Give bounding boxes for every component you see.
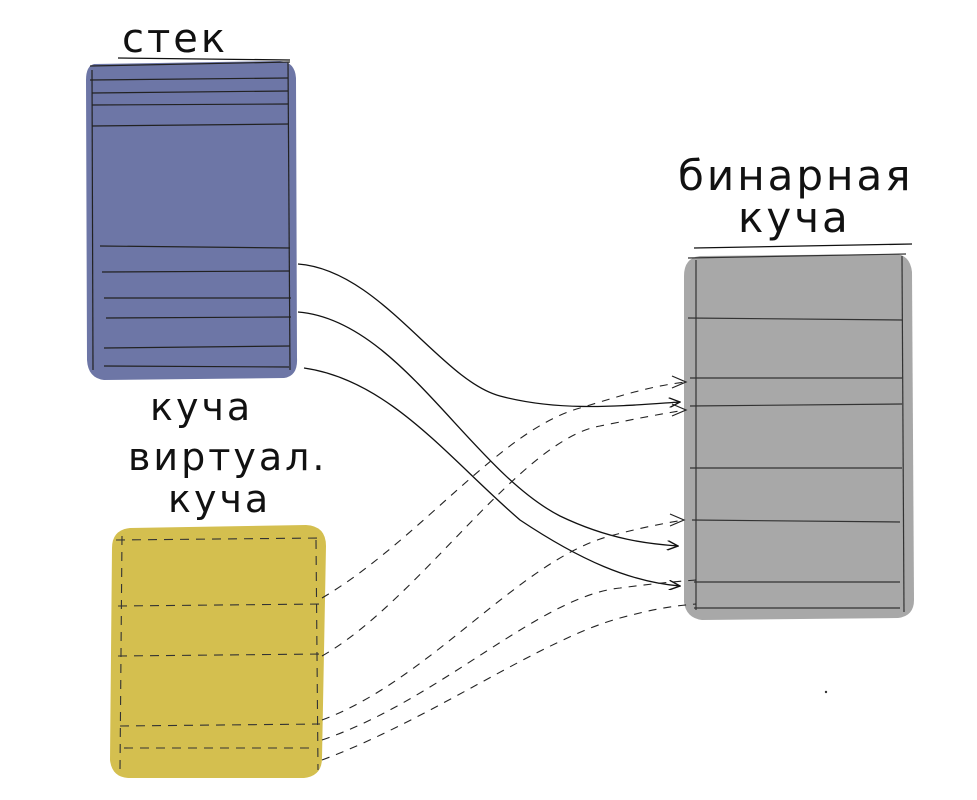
virtual-heap-lines bbox=[115, 535, 323, 771]
stray-dot bbox=[824, 690, 828, 694]
virtual-heap-label-line1: виртуал. bbox=[128, 435, 328, 479]
stack-block bbox=[86, 61, 298, 380]
stack-to-binary-arrows bbox=[297, 263, 680, 586]
binary-heap-label-line2: куча bbox=[738, 193, 851, 242]
virtual-to-binary-arrows bbox=[321, 381, 697, 761]
stack-label: стек bbox=[122, 16, 228, 62]
virtual-heap-block bbox=[110, 525, 326, 778]
binary-heap-lines bbox=[687, 253, 907, 613]
binary-heap-label-line1: бинарная bbox=[678, 151, 914, 200]
stack-lines bbox=[89, 61, 292, 371]
arrow-stack-1 bbox=[297, 263, 680, 407]
binary-heap-block bbox=[684, 253, 914, 620]
dash-arrow-2 bbox=[321, 409, 687, 657]
binary-heap-label-underline bbox=[693, 243, 913, 249]
virtual-heap-fill bbox=[110, 525, 326, 778]
stack-fill bbox=[86, 61, 298, 380]
binary-heap-fill bbox=[684, 254, 914, 620]
heap-label: куча bbox=[150, 385, 253, 429]
dash-arrow-1 bbox=[321, 381, 687, 599]
arrow-stack-2 bbox=[297, 311, 678, 546]
arrow-stack-3 bbox=[303, 367, 680, 586]
dash-arrow-5 bbox=[321, 579, 697, 741]
dash-arrow-4 bbox=[321, 603, 697, 761]
dash-arrow-3 bbox=[321, 519, 685, 721]
dash-arrowheads bbox=[669, 375, 688, 527]
stack-label-underline bbox=[117, 57, 291, 61]
virtual-heap-label-line2: куча bbox=[168, 477, 271, 521]
